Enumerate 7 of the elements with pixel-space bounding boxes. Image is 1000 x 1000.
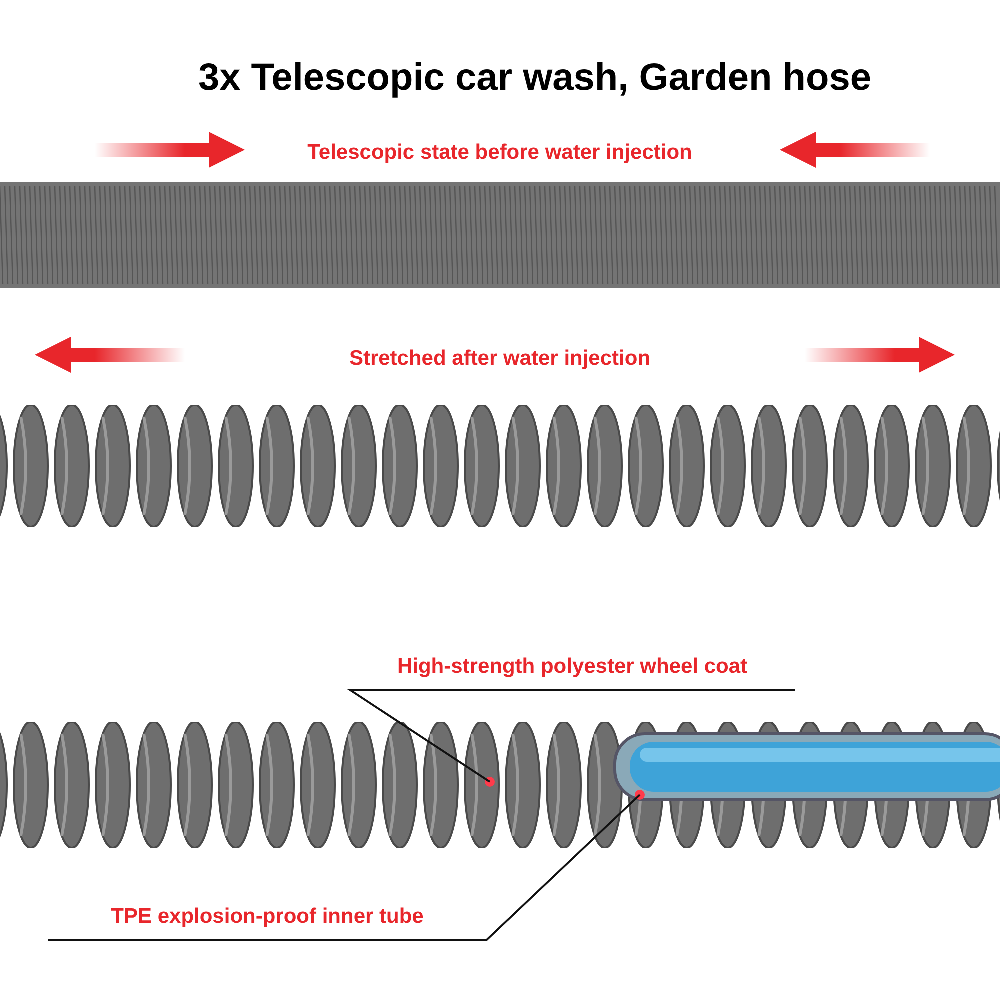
leader-line xyxy=(48,794,641,941)
callout-label: TPE explosion-proof inner tube xyxy=(111,904,424,930)
caption-text: Telescopic state before water injection xyxy=(306,140,694,166)
leader-line xyxy=(346,689,795,783)
caption-text: Stretched after water injection xyxy=(348,346,652,372)
title: 3x Telescopic car wash, Garden hose xyxy=(197,56,873,101)
callout-label: High-strength polyester wheel coat xyxy=(397,654,748,680)
